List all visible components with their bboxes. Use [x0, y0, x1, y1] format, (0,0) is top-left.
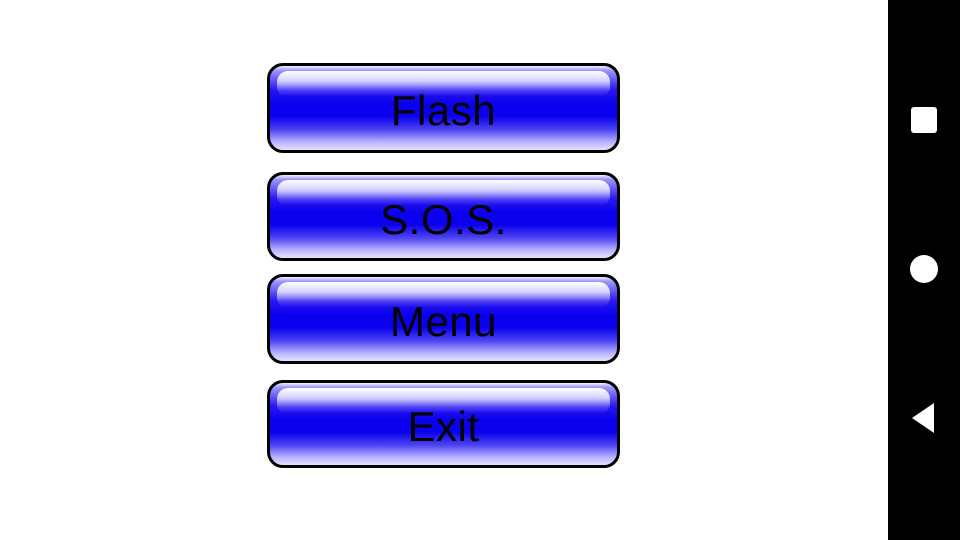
flash-button-label: Flash [390, 87, 497, 134]
menu-button-label: Menu [389, 298, 498, 345]
exit-button[interactable]: Exit [267, 380, 620, 468]
flash-button[interactable]: Flash [267, 63, 620, 153]
recents-icon[interactable] [911, 107, 937, 133]
android-nav-bar [888, 0, 960, 540]
home-icon[interactable] [910, 255, 938, 283]
exit-button-label: Exit [407, 403, 480, 450]
sos-button-label: S.O.S. [380, 195, 507, 243]
back-icon[interactable] [912, 403, 934, 433]
menu-button[interactable]: Menu [267, 274, 620, 364]
sos-button[interactable]: S.O.S. [267, 172, 620, 261]
